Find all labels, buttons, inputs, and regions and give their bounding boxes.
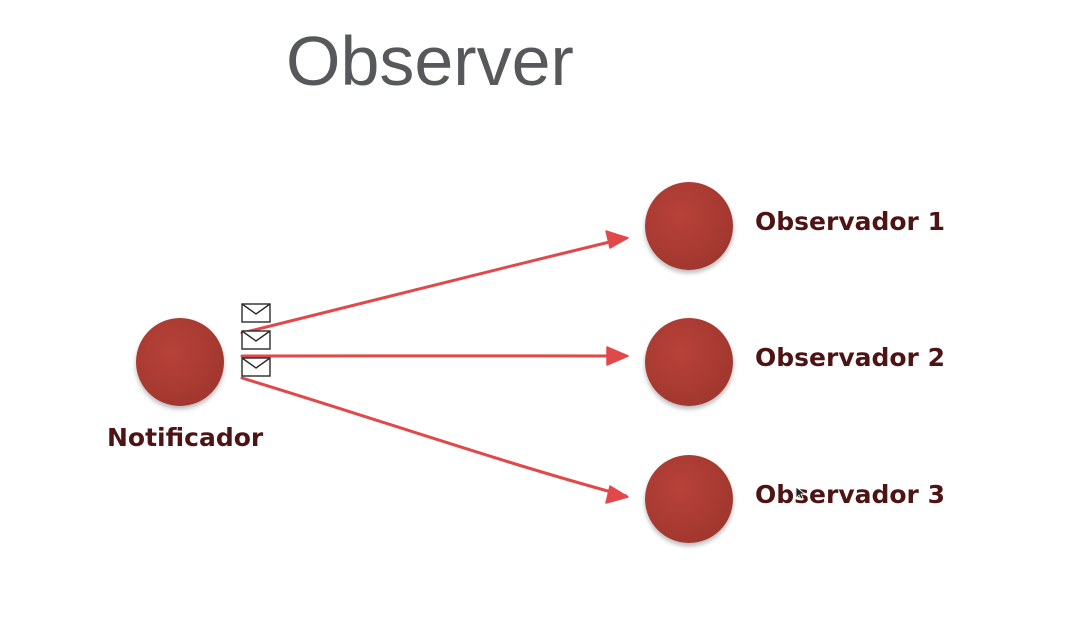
observer-node-3 (645, 455, 733, 543)
observer-node-1 (645, 182, 733, 270)
observer-label-3: Observador 3 (755, 480, 945, 509)
envelope-icon (241, 330, 271, 350)
arrow-to-observer-1 (240, 236, 628, 335)
arrowhead-1 (605, 230, 629, 249)
envelope-icon (241, 303, 271, 323)
mouse-cursor-icon (795, 486, 807, 500)
notifier-label: Notificador (107, 423, 264, 452)
notifier-node (136, 318, 224, 406)
observer-label-2: Observador 2 (755, 343, 945, 372)
observer-label-1: Observador 1 (755, 207, 945, 236)
slide-title: Observer (286, 22, 574, 100)
arrowhead-2 (606, 346, 629, 366)
observer-node-2 (645, 318, 733, 406)
arrowhead-3 (605, 485, 629, 504)
arrow-to-observer-3 (240, 376, 628, 498)
envelope-icon (241, 357, 271, 377)
